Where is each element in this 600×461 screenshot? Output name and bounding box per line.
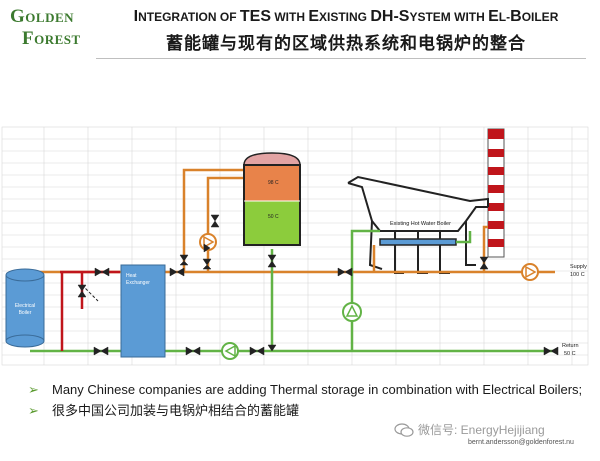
bypass-dashed [81, 284, 99, 302]
arrow-icon: ➢ [28, 403, 39, 418]
title-divider [96, 58, 586, 59]
pump-supply [521, 263, 539, 281]
heat-exchanger-label-1: Heat [126, 273, 137, 279]
author-email: bernt.andersson@goldenforest.nu [468, 439, 574, 446]
return-label: Return [562, 343, 579, 349]
pump-boiler-return [342, 302, 362, 322]
return-temp: 50 C [564, 351, 576, 357]
pump-return [221, 342, 239, 360]
electrical-boiler-label-2: Boiler [19, 310, 32, 316]
company-logo: GOLDEN FOREST [10, 6, 81, 49]
wechat-watermark: 微信号: EnergyHejijiang [394, 421, 545, 438]
return-pipe [30, 229, 555, 353]
tes-system-diagram: Existing Hot Water Boiler Electrical Boi… [1, 126, 589, 366]
valves [77, 214, 559, 356]
electrical-boiler: Electrical Boiler [5, 268, 45, 348]
thermal-storage-tank: 98 C 50 C [243, 152, 301, 246]
heat-exchanger-label-2: Exchanger [126, 280, 150, 286]
wechat-icon [394, 422, 414, 437]
slide-title-chinese: 蓄能罐与现有的区域供热系统和电锅炉的整合 [166, 34, 526, 53]
tank-hot-label: 98 C [268, 180, 279, 186]
bullet-item: ➢ 很多中国公司加装与电锅炉相结合的蓄能罐 [28, 403, 300, 418]
chimney [487, 128, 505, 258]
heat-exchanger: Heat Exchanger [120, 264, 166, 358]
tank-cold-label: 50 C [268, 214, 279, 220]
electrical-boiler-label-1: Electrical [15, 303, 35, 309]
slide-title-english: INTEGRATION OF TES WITH EXISTING DH-SYST… [133, 8, 559, 25]
arrow-icon: ➢ [28, 382, 39, 397]
existing-boiler-label: Existing Hot Water Boiler [390, 221, 451, 227]
supply-label: Supply [570, 264, 587, 270]
supply-temp: 100 C [570, 272, 585, 278]
boiler-heat-tube [379, 238, 457, 246]
bullet-list: ➢ Many Chinese companies are adding Ther… [28, 381, 588, 419]
bullet-item: ➢ Many Chinese companies are adding Ther… [28, 382, 583, 397]
